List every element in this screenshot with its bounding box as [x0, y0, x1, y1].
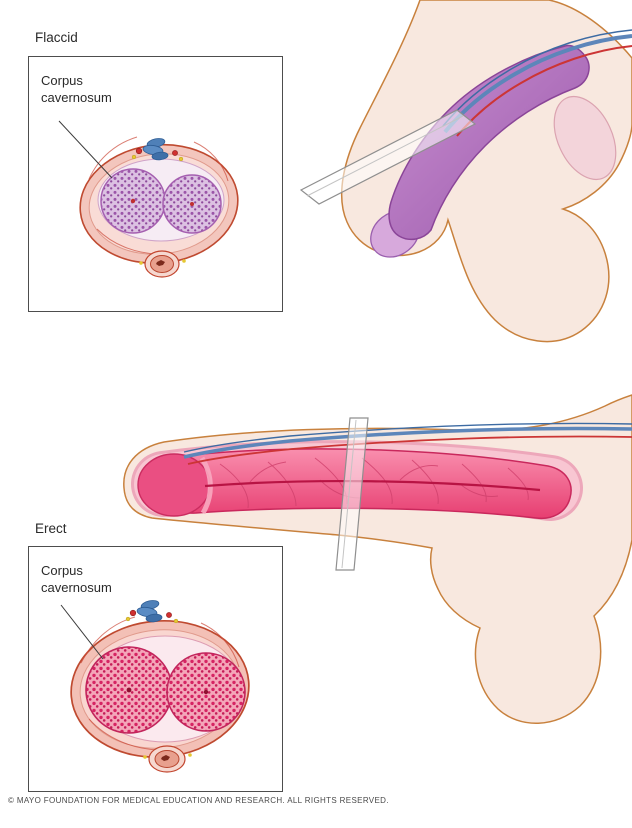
erect-cross-section-drawing	[60, 600, 250, 773]
callout-leader-line	[58, 120, 113, 179]
cross-section-plane	[299, 109, 477, 205]
dorsal-vessel-cluster	[131, 138, 184, 162]
flaccid-cross-section-box: Corpus cavernosum	[28, 56, 283, 312]
cavernosal-artery-right	[203, 689, 209, 695]
flaccid-side-view-illustration	[299, 0, 632, 343]
corpus-cavernosum-shape	[388, 44, 590, 241]
copyright-line: © MAYO FOUNDATION FOR MEDICAL EDUCATION …	[8, 796, 389, 805]
corpus-spongiosum	[143, 745, 192, 773]
erect-cross-section-illustration	[60, 600, 250, 773]
dorsal-vessel-cluster	[125, 600, 179, 624]
callout-leader-line	[60, 604, 104, 660]
cross-section-plane	[335, 417, 369, 571]
flaccid-cross-section-drawing	[58, 120, 239, 278]
corpus-cavernosum-label-erect: Corpus cavernosum	[41, 563, 112, 595]
corpus-spongiosum	[139, 250, 186, 278]
cavernosal-artery-left	[130, 198, 136, 204]
erect-state-label: Erect	[35, 521, 67, 536]
crus-bulb-shape	[553, 95, 617, 181]
corpus-cavernosum-label-flaccid: Corpus cavernosum	[41, 73, 112, 105]
flaccid-state-label: Flaccid	[35, 30, 78, 45]
flaccid-cross-section-illustration	[58, 120, 239, 278]
cavernosal-artery-line	[204, 479, 541, 492]
cavernosal-artery-right	[190, 202, 194, 206]
glans-shape	[137, 453, 211, 517]
cavernosal-artery-left	[126, 687, 132, 693]
erect-side-view-illustration	[123, 394, 632, 724]
erect-cross-section-box: Corpus cavernosum	[28, 546, 283, 792]
dorsal-vessels	[442, 29, 632, 137]
